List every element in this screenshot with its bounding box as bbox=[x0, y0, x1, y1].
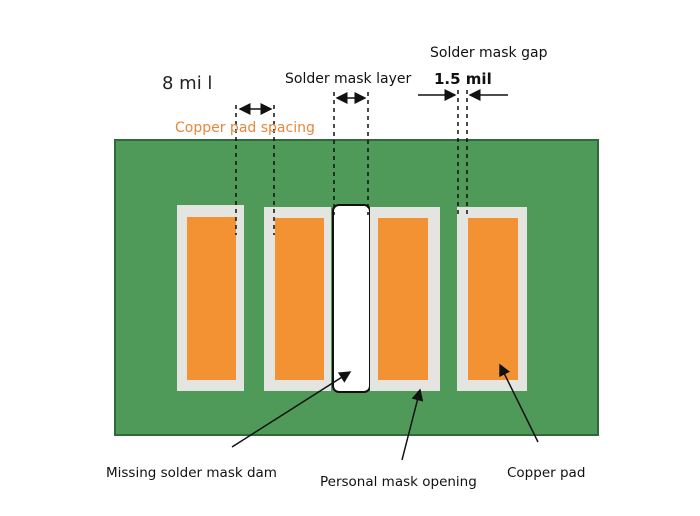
pad-3 bbox=[370, 207, 440, 391]
pad-2 bbox=[264, 207, 331, 391]
dimension-lines bbox=[235, 90, 468, 235]
copper-pad-spacing-label: Copper pad spacing bbox=[175, 120, 315, 136]
solder-mask-gap-label: Solder mask gap bbox=[430, 45, 548, 61]
solder-mask-layer-label: Solder mask layer bbox=[285, 71, 411, 87]
missing-mask-gap bbox=[332, 204, 371, 393]
pad-1 bbox=[177, 205, 244, 391]
spacing-value: 8 mi l bbox=[162, 73, 212, 94]
gap-value: 1.5 mil bbox=[434, 70, 492, 88]
missing-dam-label: Missing solder mask dam bbox=[106, 465, 277, 481]
mask-opening-label: Personal mask opening bbox=[320, 474, 477, 490]
arrows bbox=[231, 89, 539, 461]
copper-pad-label: Copper pad bbox=[507, 465, 585, 481]
pad-4 bbox=[457, 207, 527, 391]
